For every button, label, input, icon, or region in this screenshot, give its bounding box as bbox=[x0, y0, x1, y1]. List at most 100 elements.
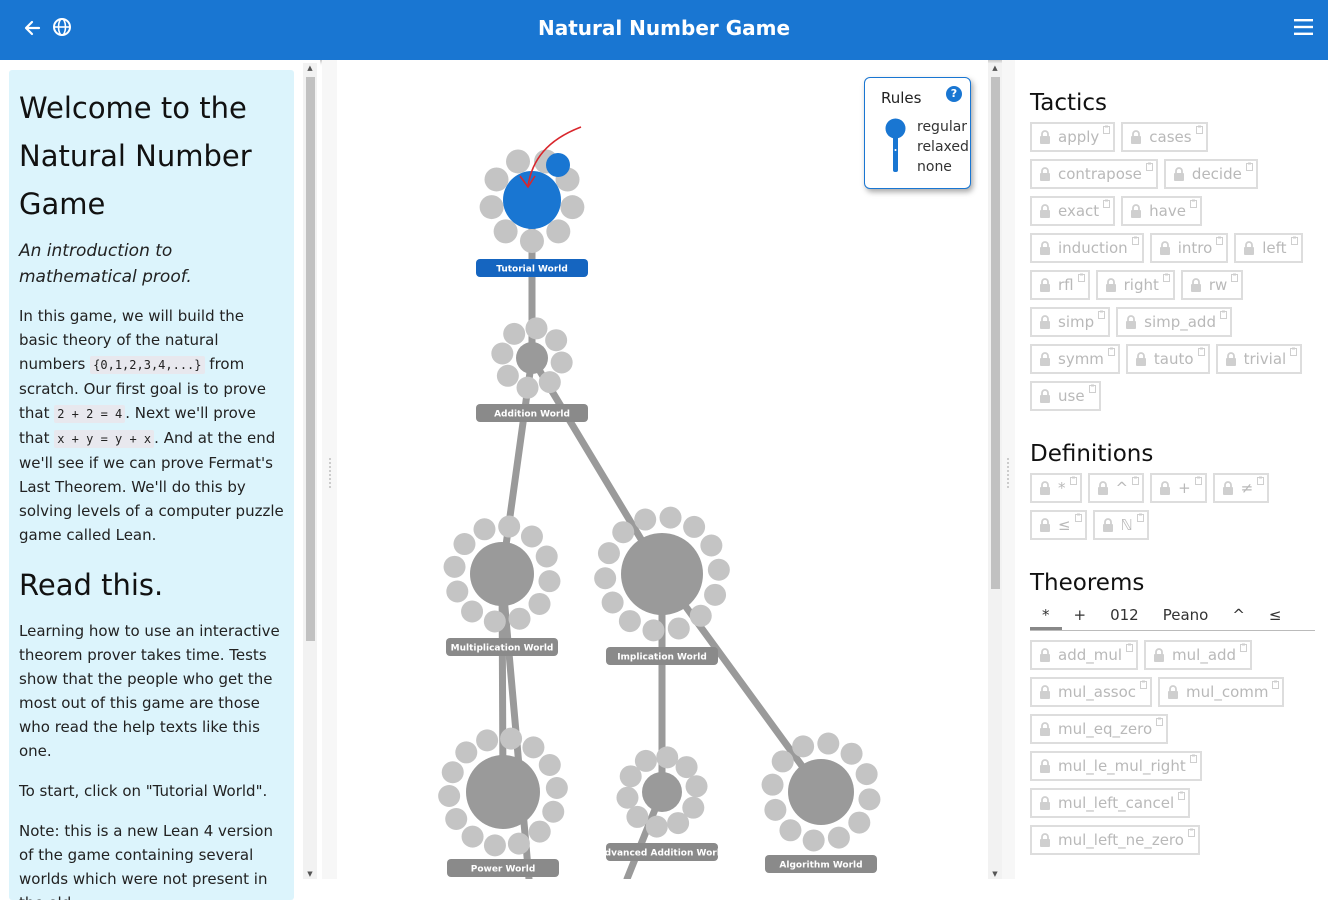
level-node[interactable] bbox=[538, 754, 561, 777]
level-node[interactable] bbox=[438, 785, 461, 808]
tactic-chip[interactable]: right bbox=[1095, 270, 1175, 300]
hamburger-menu-icon[interactable] bbox=[1292, 16, 1316, 38]
tactic-chip[interactable]: tauto bbox=[1125, 344, 1210, 374]
tactic-chip[interactable]: rw bbox=[1180, 270, 1244, 300]
definition-chip[interactable]: ≤ bbox=[1030, 510, 1087, 540]
level-node[interactable] bbox=[667, 617, 690, 640]
theorem-chip[interactable]: mul_add bbox=[1144, 640, 1253, 670]
world-node[interactable] bbox=[470, 542, 534, 606]
level-node[interactable] bbox=[491, 342, 514, 365]
level-node[interactable] bbox=[496, 364, 519, 387]
world-label[interactable]: Multiplication World bbox=[451, 644, 554, 654]
world-advanced[interactable]: Advanced Addition World bbox=[598, 746, 727, 861]
rules-option-regular[interactable]: regular bbox=[917, 119, 968, 135]
level-node[interactable] bbox=[542, 800, 565, 823]
level-node[interactable] bbox=[443, 555, 466, 578]
level-node[interactable] bbox=[683, 515, 706, 538]
level-node[interactable] bbox=[659, 506, 682, 529]
world-algorithm[interactable]: Algorithm World bbox=[761, 732, 881, 873]
world-label-bg[interactable] bbox=[606, 647, 718, 665]
level-node[interactable] bbox=[597, 542, 620, 565]
tactic-chip[interactable]: simp bbox=[1030, 307, 1111, 337]
level-node[interactable] bbox=[538, 570, 561, 593]
world-label[interactable]: Implication World bbox=[617, 653, 707, 663]
rules-slider[interactable] bbox=[885, 118, 907, 174]
level-node[interactable] bbox=[441, 761, 464, 784]
world-node[interactable] bbox=[788, 759, 854, 825]
theorem-tab[interactable]: ^ bbox=[1232, 606, 1245, 624]
world-label[interactable]: Power World bbox=[471, 865, 536, 875]
scrollbar-thumb[interactable] bbox=[306, 77, 315, 641]
level-node[interactable] bbox=[525, 317, 548, 340]
level-node[interactable] bbox=[612, 521, 635, 544]
level-node[interactable] bbox=[689, 604, 712, 627]
intro-scrollbar[interactable]: ▲ ▼ bbox=[303, 63, 317, 879]
world-node[interactable] bbox=[621, 533, 703, 615]
tactic-chip[interactable]: induction bbox=[1030, 233, 1144, 263]
level-node[interactable] bbox=[601, 591, 624, 614]
level-node[interactable] bbox=[656, 746, 679, 769]
back-arrow-icon[interactable] bbox=[22, 17, 44, 39]
level-node[interactable] bbox=[538, 371, 561, 394]
level-node[interactable] bbox=[667, 812, 690, 835]
level-node[interactable] bbox=[493, 219, 518, 244]
world-tutorial[interactable]: Tutorial World bbox=[476, 149, 588, 277]
world-addition[interactable]: Addition World bbox=[476, 317, 588, 422]
level-node[interactable] bbox=[626, 805, 649, 828]
theorem-tab[interactable]: ≤ bbox=[1268, 606, 1282, 624]
tactic-chip[interactable]: symm bbox=[1030, 344, 1120, 374]
right-resize-handle[interactable] bbox=[1002, 60, 1015, 879]
level-node[interactable] bbox=[700, 534, 723, 557]
level-node[interactable] bbox=[642, 619, 665, 642]
theorem-chip[interactable]: mul_left_cancel bbox=[1030, 788, 1191, 818]
level-node[interactable] bbox=[685, 775, 708, 798]
level-node[interactable] bbox=[616, 786, 639, 809]
definition-chip[interactable]: * bbox=[1030, 473, 1082, 503]
tactic-chip[interactable]: left bbox=[1234, 233, 1303, 263]
world-node[interactable] bbox=[516, 342, 548, 374]
world-multiplication[interactable]: Multiplication World bbox=[443, 515, 561, 656]
level-node[interactable] bbox=[516, 376, 539, 399]
tactic-chip[interactable]: intro bbox=[1149, 233, 1229, 263]
world-label-bg[interactable] bbox=[476, 259, 588, 277]
level-node[interactable] bbox=[682, 796, 705, 819]
level-node[interactable] bbox=[528, 592, 551, 615]
world-label[interactable]: Advanced Addition World bbox=[598, 849, 727, 859]
level-node[interactable] bbox=[858, 788, 881, 811]
level-node[interactable] bbox=[453, 533, 476, 556]
theorem-chip[interactable]: mul_assoc bbox=[1030, 677, 1153, 707]
level-node[interactable] bbox=[546, 219, 571, 244]
level-node[interactable] bbox=[840, 742, 863, 765]
help-icon[interactable]: ? bbox=[946, 86, 962, 102]
world-label[interactable]: Algorithm World bbox=[779, 861, 862, 871]
tactic-chip[interactable]: rfl bbox=[1030, 270, 1090, 300]
level-node[interactable] bbox=[535, 545, 558, 568]
definition-chip[interactable]: ≠ bbox=[1212, 473, 1270, 503]
globe-icon[interactable] bbox=[52, 17, 74, 39]
theorem-tab[interactable]: 012 bbox=[1110, 606, 1139, 624]
scroll-up-icon[interactable]: ▲ bbox=[307, 64, 313, 72]
level-node[interactable] bbox=[792, 735, 815, 758]
level-node[interactable] bbox=[483, 834, 506, 857]
level-node[interactable] bbox=[707, 558, 730, 581]
level-node[interactable] bbox=[446, 580, 469, 603]
level-node[interactable] bbox=[779, 819, 802, 842]
level-node[interactable] bbox=[634, 749, 657, 772]
level-node[interactable] bbox=[594, 567, 617, 590]
tactic-chip[interactable]: have bbox=[1121, 196, 1202, 226]
level-node[interactable] bbox=[545, 776, 568, 799]
level-node[interactable] bbox=[461, 825, 484, 848]
rules-option-none[interactable]: none bbox=[917, 159, 952, 175]
scroll-down-icon[interactable]: ▼ bbox=[307, 870, 313, 878]
world-label[interactable]: Addition World bbox=[494, 410, 570, 420]
level-node[interactable] bbox=[675, 756, 698, 779]
world-label-bg[interactable] bbox=[765, 855, 877, 873]
level-node[interactable] bbox=[508, 607, 531, 630]
definition-chip[interactable]: + bbox=[1150, 473, 1207, 503]
world-label[interactable]: Tutorial World bbox=[496, 265, 568, 275]
tactic-chip[interactable]: trivial bbox=[1215, 344, 1303, 374]
level-node[interactable] bbox=[848, 811, 871, 834]
level-node[interactable] bbox=[445, 807, 468, 830]
world-label-bg[interactable] bbox=[606, 843, 718, 861]
world-label-bg[interactable] bbox=[446, 638, 558, 656]
